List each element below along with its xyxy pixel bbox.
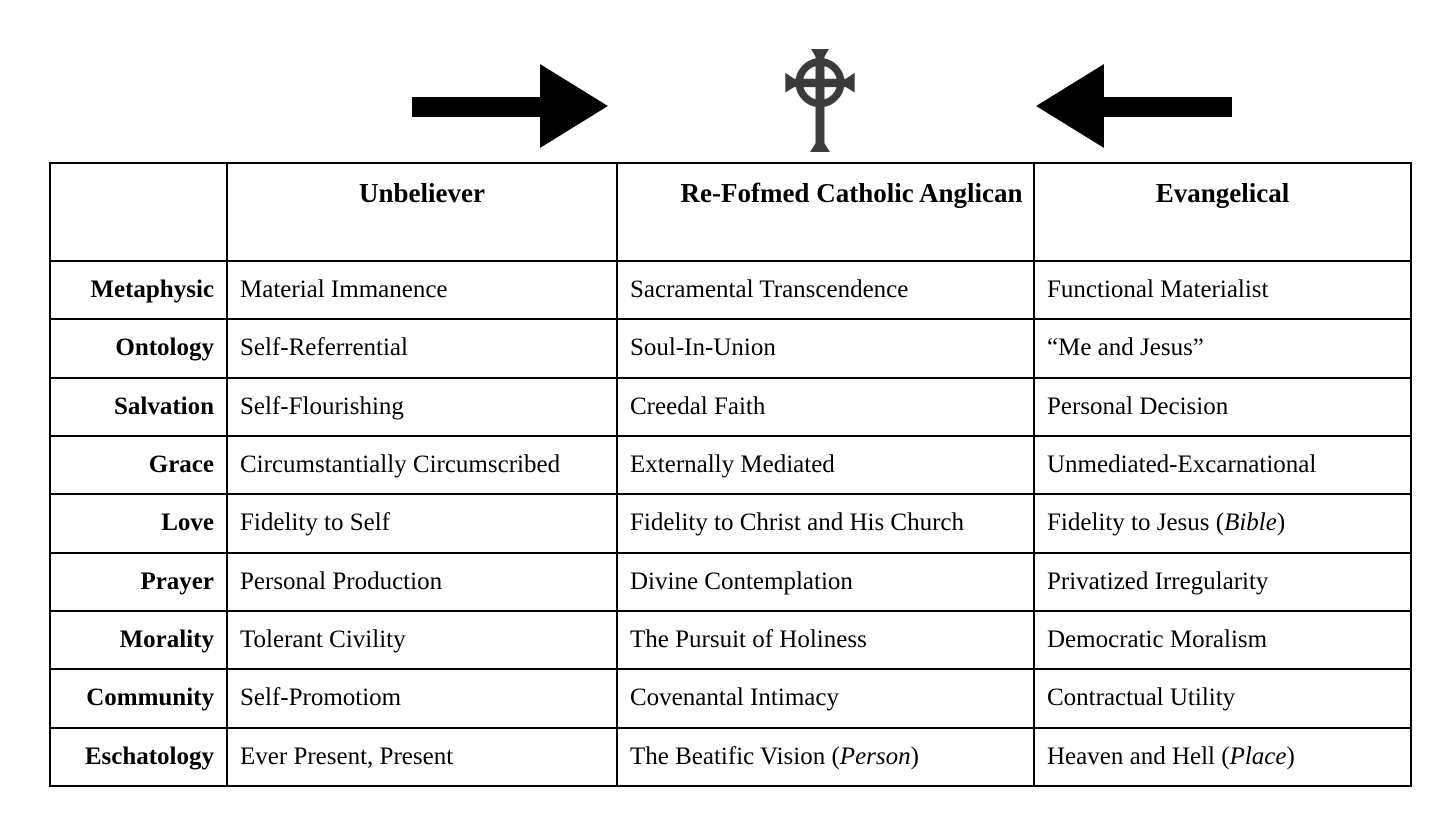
cell-evangelical: Privatized Irregularity	[1033, 551, 1412, 612]
table-row-grace: Grace Circumstantially Circumscribed Ext…	[49, 434, 1412, 496]
cell-unbeliever: Self-Referrential	[226, 318, 618, 379]
comparison-table: Unbeliever Re-Fofmed Catholic Anglican E…	[49, 162, 1412, 788]
cell-anglican: Divine Contemplation	[616, 551, 1035, 612]
cell-anglican: The Pursuit of Holiness	[616, 609, 1035, 671]
right-arrow-icon	[412, 64, 608, 148]
column-header-label: Unbeliever	[359, 178, 485, 208]
celtic-cross-icon	[785, 49, 855, 153]
cell-anglican: Fidelity to Christ and His Church	[616, 493, 1035, 554]
column-header-reformed-catholic-anglican: Re-Fofmed Catholic Anglican	[616, 162, 1035, 262]
cell-unbeliever: Self-Flourishing	[226, 376, 618, 437]
cell-evangelical: Functional Materialist	[1033, 259, 1412, 321]
table-row-metaphysic: Metaphysic Material Immanence Sacramenta…	[49, 259, 1412, 321]
corner-cell	[49, 162, 228, 262]
table-row-ontology: Ontology Self-Referrential Soul-In-Union…	[49, 318, 1412, 379]
cell-anglican: The Beatific Vision (Person)	[616, 726, 1035, 788]
column-header-label: Re-Fofmed Catholic Anglican	[680, 178, 1023, 208]
cell-evangelical: Contractual Utility	[1033, 668, 1412, 729]
cell-unbeliever: Ever Present, Present	[226, 726, 618, 788]
table-row-salvation: Salvation Self-Flourishing Creedal Faith…	[49, 376, 1412, 437]
cell-unbeliever: Circumstantially Circumscribed	[226, 434, 618, 496]
cell-evangelical: Personal Decision	[1033, 376, 1412, 437]
cell-anglican: Covenantal Intimacy	[616, 668, 1035, 729]
table-row-community: Community Self-Promotiom Covenantal Inti…	[49, 668, 1412, 729]
cell-unbeliever: Fidelity to Self	[226, 493, 618, 554]
left-arrow-icon	[1036, 64, 1232, 148]
row-label: Salvation	[49, 376, 228, 437]
celtic-cross-vertical	[810, 49, 830, 153]
table-row-morality: Morality Tolerant Civility The Pursuit o…	[49, 609, 1412, 671]
column-header-unbeliever: Unbeliever	[226, 162, 618, 262]
column-header-evangelical: Evangelical	[1033, 162, 1412, 262]
row-label: Ontology	[49, 318, 228, 379]
left-arrow-shaft	[1102, 97, 1232, 117]
cell-anglican: Creedal Faith	[616, 376, 1035, 437]
table-row-eschatology: Eschatology Ever Present, Present The Be…	[49, 726, 1412, 788]
row-label: Community	[49, 668, 228, 729]
cell-anglican: Sacramental Transcendence	[616, 259, 1035, 321]
cell-unbeliever: Material Immanence	[226, 259, 618, 321]
cell-evangelical: Democratic Moralism	[1033, 609, 1412, 671]
row-label: Eschatology	[49, 726, 228, 788]
table-row-love: Love Fidelity to Self Fidelity to Christ…	[49, 493, 1412, 554]
row-label: Prayer	[49, 551, 228, 612]
right-arrow-shaft	[412, 97, 542, 117]
right-arrow-head	[540, 64, 608, 148]
header-row: Unbeliever Re-Fofmed Catholic Anglican E…	[49, 162, 1412, 262]
row-label: Love	[49, 493, 228, 554]
cell-anglican: Soul-In-Union	[616, 318, 1035, 379]
cell-evangelical: “Me and Jesus”	[1033, 318, 1412, 379]
cell-unbeliever: Self-Promotiom	[226, 668, 618, 729]
row-label: Metaphysic	[49, 259, 228, 321]
cell-evangelical: Fidelity to Jesus (Bible)	[1033, 493, 1412, 554]
celtic-cross-horizontal	[785, 72, 855, 93]
cell-unbeliever: Tolerant Civility	[226, 609, 618, 671]
cell-unbeliever: Personal Production	[226, 551, 618, 612]
left-arrow-head	[1036, 64, 1104, 148]
row-label: Morality	[49, 609, 228, 671]
cell-evangelical: Unmediated-Excarnational	[1033, 434, 1412, 496]
row-label: Grace	[49, 434, 228, 496]
column-header-label: Evangelical	[1155, 178, 1290, 208]
cell-anglican: Externally Mediated	[616, 434, 1035, 496]
table-row-prayer: Prayer Personal Production Divine Contem…	[49, 551, 1412, 612]
cell-evangelical: Heaven and Hell (Place)	[1033, 726, 1412, 788]
